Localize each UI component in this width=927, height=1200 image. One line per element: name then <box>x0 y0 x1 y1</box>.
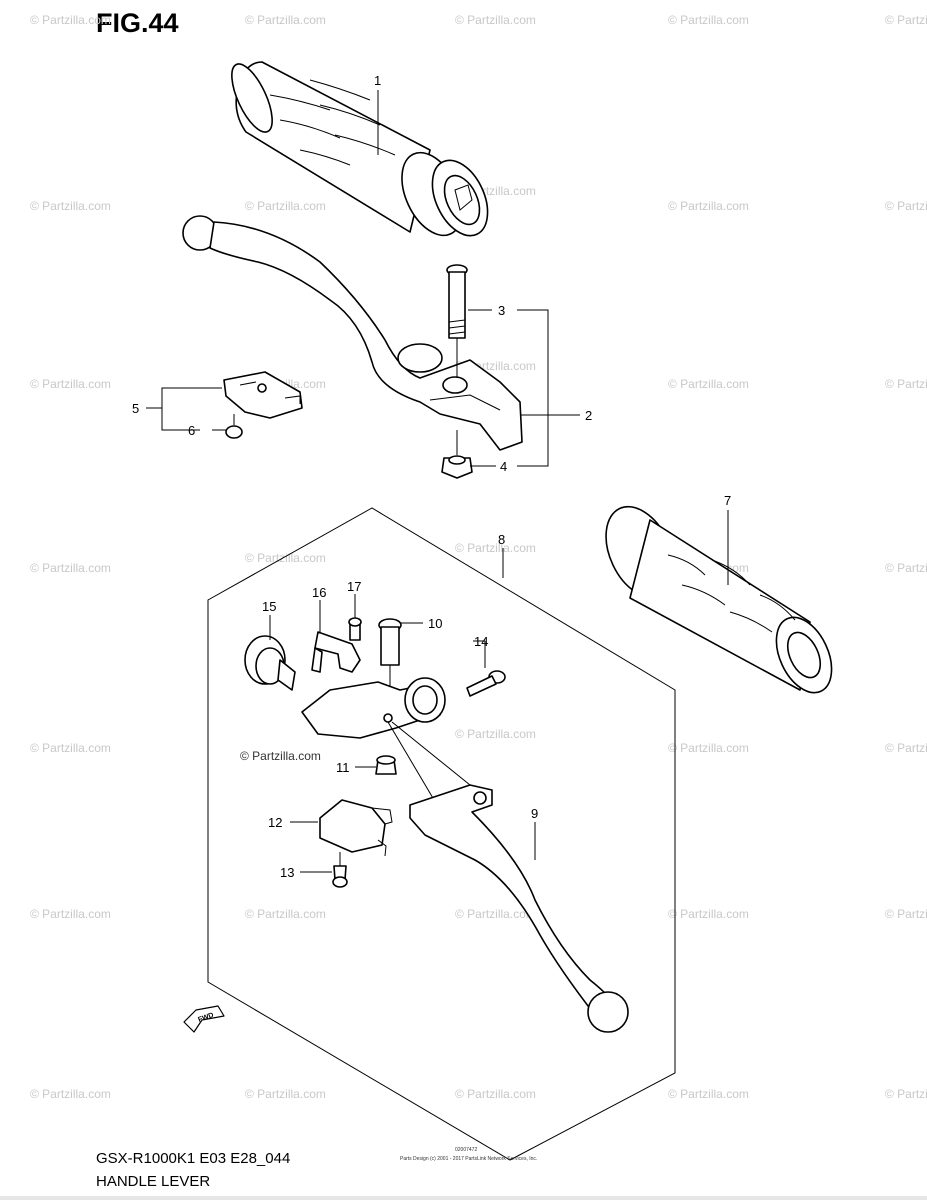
pivot-bolt-part <box>446 264 468 378</box>
callout-2: 2 <box>585 408 592 423</box>
watermark: © Partzilla.com <box>885 199 927 213</box>
callout-6: 6 <box>188 423 195 438</box>
watermark: © Partzilla.com <box>30 741 111 755</box>
clutch-pivot-bolt-part <box>378 618 402 705</box>
watermark: © Partzilla.com <box>245 199 326 213</box>
model-code: GSX-R1000K1 E03 E28_044 <box>96 1150 291 1167</box>
clutch-lever-part <box>409 784 629 1033</box>
watermark: © Partzilla.com <box>885 907 927 921</box>
watermark: © Partzilla.com <box>885 1087 927 1101</box>
watermark: © Partzilla.com <box>30 1087 111 1101</box>
callout-17: 17 <box>347 579 361 594</box>
watermark: © Partzilla.com <box>885 741 927 755</box>
bracket-part <box>311 631 361 673</box>
callout-14: 14 <box>474 634 488 649</box>
callout-9: 9 <box>531 806 538 821</box>
left-grip-part <box>605 505 833 694</box>
callout-15: 15 <box>262 599 276 614</box>
watermark: © Partzilla.com <box>455 541 536 555</box>
callout-leaders <box>146 90 729 873</box>
watermark: © Partzilla.com <box>245 13 326 27</box>
fwd-arrow: FWD <box>183 1005 225 1033</box>
figure-title: FIG.44 <box>96 8 179 38</box>
watermark: © Partzilla.com <box>245 551 326 565</box>
throttle-grip-part <box>231 61 489 237</box>
callout-16: 16 <box>312 585 326 600</box>
clamp-bolt-part <box>466 670 506 697</box>
watermark: © Partzilla.com <box>455 1087 536 1101</box>
switch-screw-part <box>332 852 348 888</box>
watermark: © Partzilla.com <box>668 13 749 27</box>
callout-numbers: 1 2 3 4 5 6 7 8 9 10 11 12 13 14 15 16 1… <box>132 73 731 880</box>
small-credit: Parts Design (c) 2001 - 2017 PartsLink N… <box>400 1156 538 1162</box>
watermark-layer: © Partzilla.com © Partzilla.com © Partzi… <box>30 13 927 1101</box>
callout-5: 5 <box>132 401 139 416</box>
callout-11: 11 <box>336 760 350 775</box>
screw-part <box>225 414 243 439</box>
callout-7: 7 <box>724 493 731 508</box>
watermark: © Partzilla.com <box>245 1087 326 1101</box>
callout-13: 13 <box>280 865 294 880</box>
brake-switch-part <box>223 371 303 419</box>
clutch-holder-part <box>301 677 471 811</box>
watermark: © Partzilla.com <box>668 1087 749 1101</box>
watermark: © Partzilla.com <box>245 907 326 921</box>
callout-3: 3 <box>498 303 505 318</box>
callout-10: 10 <box>428 616 442 631</box>
clutch-switch-part <box>319 799 393 857</box>
watermark: © Partzilla.com <box>668 199 749 213</box>
watermark: © Partzilla.com <box>30 377 111 391</box>
watermark: © Partzilla.com <box>30 561 111 575</box>
small-code: 02007472 <box>455 1147 478 1153</box>
callout-1: 1 <box>374 73 381 88</box>
watermark: © Partzilla.com <box>885 13 927 27</box>
diagram-name: HANDLE LEVER <box>96 1173 211 1190</box>
bottom-divider <box>0 1196 927 1200</box>
callout-12: 12 <box>268 815 282 830</box>
watermark: © Partzilla.com <box>668 377 749 391</box>
callout-4: 4 <box>500 459 507 474</box>
small-screw-part <box>348 617 362 641</box>
holder-nut-part <box>375 755 397 775</box>
watermark: © Partzilla.com <box>455 907 536 921</box>
brake-lever-part <box>182 215 523 451</box>
callout-8: 8 <box>498 532 505 547</box>
watermark: © Partzilla.com <box>30 199 111 213</box>
watermark: © Partzilla.com <box>885 561 927 575</box>
watermark: © Partzilla.com <box>30 13 111 27</box>
watermark: © Partzilla.com <box>885 377 927 391</box>
watermark-feature: © Partzilla.com <box>240 749 321 763</box>
nut-part <box>441 430 473 479</box>
watermark: © Partzilla.com <box>455 727 536 741</box>
watermark: © Partzilla.com <box>30 907 111 921</box>
adjuster-part <box>244 635 296 691</box>
watermark: © Partzilla.com <box>668 741 749 755</box>
clutch-assembly-outline <box>207 507 676 1161</box>
watermark: © Partzilla.com <box>668 907 749 921</box>
watermark: © Partzilla.com <box>455 13 536 27</box>
